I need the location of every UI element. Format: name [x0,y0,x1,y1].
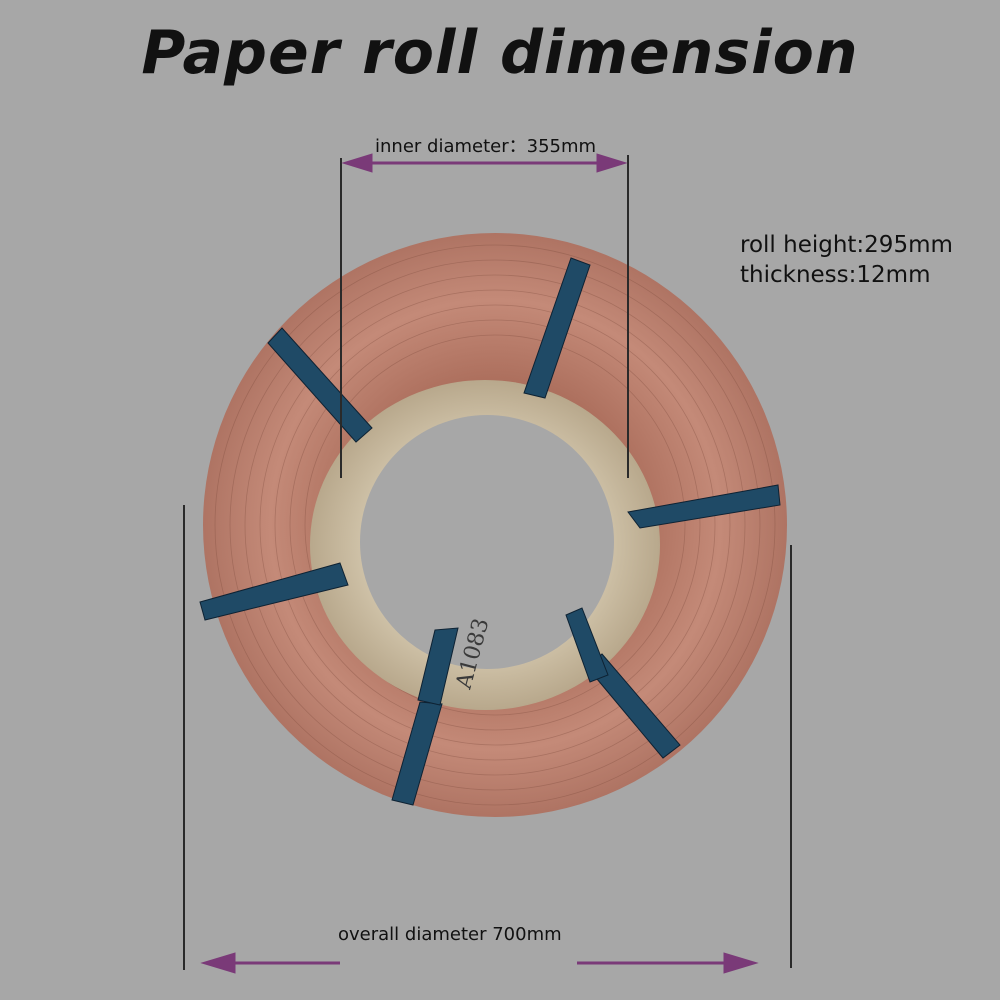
straps [199,257,781,806]
overall-arrow-left-head [200,952,236,974]
inner-diameter-label: inner diameter：355mm [375,136,597,157]
overall-arrow-right-head [723,952,759,974]
dimension-arrows [200,153,759,974]
overall-diameter-label: overall diameter 700mm [338,924,562,945]
strap-right [627,484,781,529]
strap-inner-bottom-right [565,607,609,683]
inner-arrow-left-head [341,153,373,173]
page-title: Paper roll dimension [141,18,859,88]
strap-top-left [267,327,373,443]
roll-hole [360,415,614,669]
inner-arrow-right-head [596,153,628,173]
thickness-label: thickness:12mm [740,262,931,288]
roll-winding-lines [214,244,776,806]
strap-inner-bottom [417,627,459,706]
dimension-lines [183,155,792,970]
strap-top-right [523,257,591,399]
roll-height-label: roll height:295mm [740,232,953,258]
strap-left [199,562,349,621]
